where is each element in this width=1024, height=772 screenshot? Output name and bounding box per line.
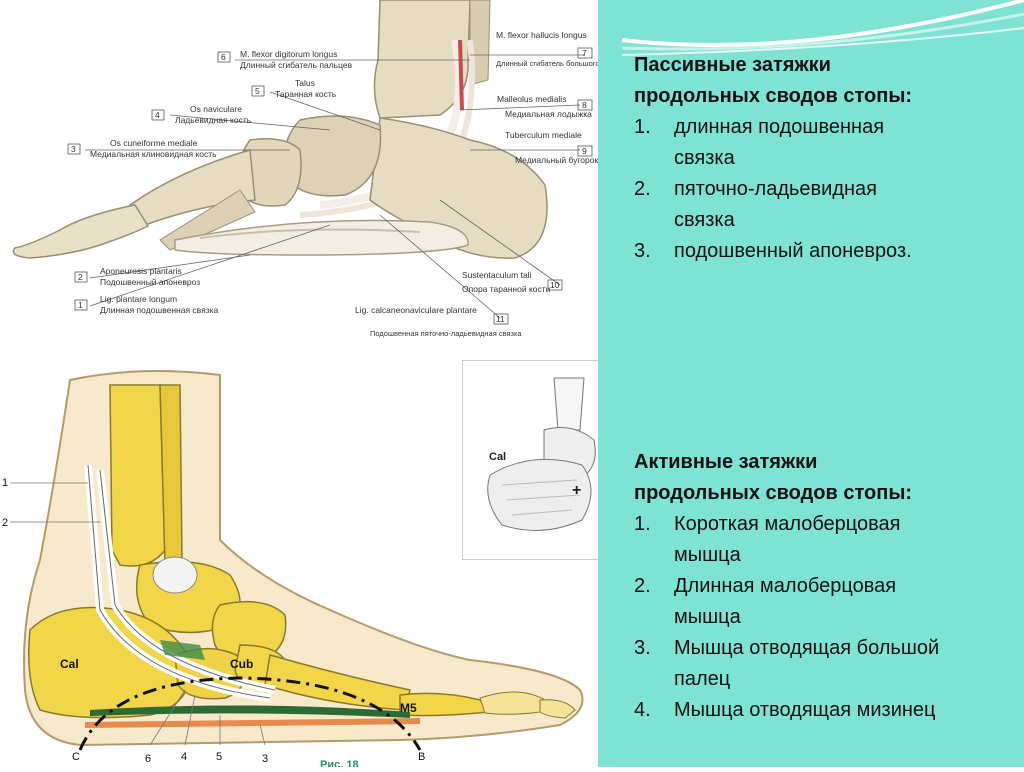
point-b-label: B: [418, 751, 425, 763]
label-num: 1: [78, 300, 83, 310]
list-text: Длинная малоберцовая: [674, 575, 897, 597]
label-ru: Медиальная лодыжка: [505, 109, 592, 119]
label-latin: Os cuneiforme mediale: [110, 138, 198, 148]
num-label-3: 3: [262, 753, 268, 765]
inset-plus-mark: +: [572, 482, 581, 499]
list-number: 2.: [634, 178, 651, 200]
list-number: 4.: [634, 699, 651, 721]
list-number: 2.: [634, 575, 651, 597]
label-latin: Sustentaculum tali: [462, 270, 532, 280]
list-text: связка: [674, 147, 735, 169]
label-num: 7: [582, 48, 587, 58]
list-item: 1. длинная подошвенная связка: [634, 112, 1004, 174]
list-item: 2. Длинная малоберцовая мышца: [634, 571, 1019, 633]
label-ru: Длинная подошвенная связка: [100, 305, 218, 315]
label-ru: Опора таранной кости: [462, 284, 551, 294]
passive-ties-block: Пассивные затяжки продольных сводов стоп…: [634, 50, 1004, 267]
label-latin: Talus: [295, 78, 315, 88]
label-num: 6: [221, 52, 226, 62]
inset-cal-label: Cal: [489, 451, 506, 463]
list-item: 3. Мышца отводящая большой палец: [634, 633, 1019, 695]
active-heading-line2: продольных сводов стопы:: [634, 482, 913, 504]
num-label-1: 1: [2, 477, 8, 489]
list-text: мышца: [674, 606, 741, 628]
label-ru: Подошвенный апоневроз: [100, 277, 200, 287]
list-text: подошвенный апоневроз.: [674, 240, 912, 262]
label-latin: Malleolus medialis: [497, 94, 566, 104]
label-num: 9: [582, 146, 587, 156]
label-num: 3: [71, 144, 76, 154]
list-item: 2. пяточно-ладьевидная связка: [634, 174, 1004, 236]
list-text: мышца: [674, 544, 741, 566]
passive-heading: Пассивные затяжки продольных сводов стоп…: [634, 50, 1004, 112]
calcaneus-inset-illustration: Cal +: [461, 359, 603, 561]
list-text: палец: [674, 668, 731, 690]
foot-ligaments-figure: 6 M. flexor digitorum longus Длинный сги…: [0, 0, 649, 360]
num-label-6: 6: [145, 753, 151, 765]
list-number: 1.: [634, 513, 651, 535]
cal-label: Cal: [60, 657, 79, 671]
foot-arch-illustration: 1 2 Cal Cub M5 C B 6 4 5 3 Рис. 18: [2, 370, 584, 771]
text-panel: Пассивные затяжки продольных сводов стоп…: [598, 0, 1024, 767]
active-heading-line1: Активные затяжки: [634, 451, 818, 473]
label-latin: Lig. plantare longum: [100, 294, 177, 304]
list-text: Мышца отводящая мизинец: [674, 699, 936, 721]
list-number: 3.: [634, 240, 651, 262]
label-ru: Ладьевидная кость: [175, 115, 252, 125]
num-label-5: 5: [216, 751, 222, 763]
label-ru: Подошвенная пяточно-ладьевидная связка: [370, 329, 522, 338]
label-num: 8: [582, 100, 587, 110]
label-ru: Медиальный бугорок: [515, 155, 598, 165]
list-text: связка: [674, 209, 735, 231]
list-number: 1.: [634, 116, 651, 138]
foot-ligaments-illustration: 6 M. flexor digitorum longus Длинный сги…: [12, 0, 649, 338]
label-num: 11: [496, 314, 505, 324]
list-item: 3. подошвенный апоневроз.: [634, 236, 1004, 267]
list-number: 3.: [634, 637, 651, 659]
label-ru: Длинный сгибатель пальцев: [240, 60, 353, 70]
active-list: 1. Короткая малоберцовая мышца 2. Длинна…: [634, 509, 1019, 726]
label-num: 2: [78, 272, 83, 282]
calcaneus-inset: Cal +: [461, 359, 603, 561]
passive-heading-line1: Пассивные затяжки: [634, 54, 831, 76]
passive-list: 1. длинная подошвенная связка 2. пяточно…: [634, 112, 1004, 267]
list-text: пяточно-ладьевидная: [674, 178, 877, 200]
label-ru: Медиальная клиновидная кость: [90, 149, 217, 159]
cub-label: Cub: [230, 657, 253, 671]
label-latin: Tuberculum mediale: [505, 130, 582, 140]
decorative-waves: [621, 0, 1024, 56]
figure-caption: Рис. 18: [320, 759, 359, 767]
num-label-2: 2: [2, 517, 8, 529]
m5-label: M5: [400, 701, 417, 715]
list-text: Короткая малоберцовая: [674, 513, 901, 535]
label-num: 10: [550, 280, 560, 290]
list-text: длинная подошвенная: [674, 116, 885, 138]
label-latin: Aponeurosis plantaris: [100, 266, 182, 276]
label-latin: M. flexor hallucis longus: [496, 30, 587, 40]
label-ru: Таранная кость: [275, 89, 337, 99]
point-c-label: C: [72, 751, 80, 763]
active-ties-block: Активные затяжки продольных сводов стопы…: [634, 447, 1019, 726]
label-num: 5: [255, 86, 260, 96]
list-text: Мышца отводящая большой: [674, 637, 940, 659]
active-heading: Активные затяжки продольных сводов стопы…: [634, 447, 1019, 509]
label-ru: Длинный сгибатель большого пальца стопы: [496, 59, 622, 68]
label-latin: Lig. calcaneonaviculare plantare: [355, 305, 477, 315]
label-latin: Os naviculare: [190, 104, 242, 114]
label-latin: M. flexor digitorum longus: [240, 49, 337, 59]
list-item: 4. Мышца отводящая мизинец: [634, 695, 1019, 726]
list-item: 1. Короткая малоберцовая мышца: [634, 509, 1019, 571]
foot-arch-schematic: 1 2 Cal Cub M5 C B 6 4 5 3 Рис. 18: [0, 360, 600, 771]
label-num: 4: [155, 110, 160, 120]
passive-heading-line2: продольных сводов стопы:: [634, 85, 913, 107]
num-label-4: 4: [181, 751, 187, 763]
